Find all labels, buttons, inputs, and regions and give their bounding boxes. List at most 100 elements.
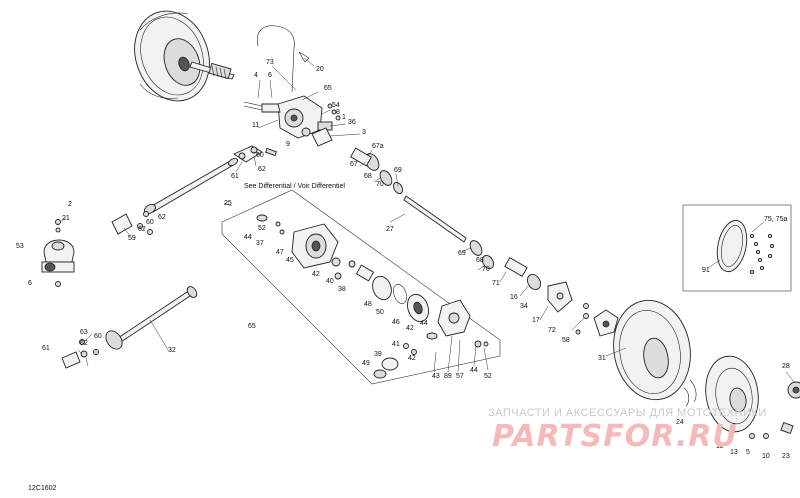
callout-89: 89 (444, 373, 452, 380)
callout-42: 42 (312, 271, 320, 278)
differential-exploded-box (221, 189, 501, 385)
retaining-clip-24 (683, 387, 690, 407)
callout-67: 67 (350, 161, 358, 168)
callout-9: 9 (286, 141, 290, 148)
callout-10: 10 (762, 453, 770, 460)
watermark-brand: PARTSFOR.RU (492, 419, 738, 454)
wheel-cap-and-nut (749, 381, 800, 439)
rear-knuckle-parts (504, 257, 589, 319)
callout-58: 58 (562, 337, 570, 344)
wheel-rim (689, 355, 759, 433)
wheel-hub (575, 309, 619, 337)
front-drive-shaft (143, 157, 239, 215)
callout-75-75a: 75, 75a (764, 216, 787, 223)
callout-91: 91 (702, 267, 710, 274)
callout-41: 41 (392, 341, 400, 348)
callout-63: 63 (80, 329, 88, 336)
callout-16: 16 (510, 294, 518, 301)
support-bracket-left (233, 145, 277, 163)
callout-62: 62 (258, 166, 266, 173)
callout-36: 36 (348, 119, 356, 126)
callout-44b: 44 (420, 320, 428, 327)
callout-68: 68 (364, 173, 372, 180)
leader-lines (43, 57, 795, 383)
callout-6b: 6 (28, 280, 32, 287)
callout-70: 70 (376, 181, 384, 188)
front-differential-housing (243, 95, 341, 147)
callout-73: 73 (266, 59, 274, 66)
left-wheel-tire (134, 10, 210, 102)
callout-65-top: 65 (324, 85, 332, 92)
callout-53: 53 (16, 243, 24, 250)
lower-yoke-parts (61, 339, 99, 369)
callout-52: 52 (258, 225, 266, 232)
callout-12: 12 (716, 443, 724, 450)
callout-13: 13 (730, 449, 738, 456)
callout-24: 24 (676, 419, 684, 426)
diagram-code: 12C1602 (28, 485, 57, 492)
callout-3: 3 (362, 129, 366, 136)
callout-61b: 61 (42, 345, 50, 352)
callout-50: 50 (376, 309, 384, 316)
lower-drive-shaft (105, 286, 198, 350)
callout-34: 34 (520, 303, 528, 310)
callout-42b: 42 (406, 325, 414, 332)
callout-60: 60 (256, 152, 264, 159)
callout-59: 59 (128, 235, 136, 242)
callout-67a: 67a (372, 143, 384, 150)
callout-52b: 52 (484, 373, 492, 380)
callout-46: 46 (392, 319, 400, 326)
watermark-caption: ЗАПЧАСТИ И АКСЕССУАРЫ ДЛЯ МОТОТЕХНИКИ (488, 407, 767, 419)
callout-57: 57 (456, 373, 464, 380)
callout-40: 40 (326, 278, 334, 285)
detail-box-bolt-ring (682, 204, 792, 292)
rear-drive-shaft (350, 147, 495, 270)
callout-62b: 62 (158, 214, 166, 221)
callout-21: 21 (62, 215, 70, 222)
callout-43: 43 (432, 373, 440, 380)
callout-68b: 68 (476, 257, 484, 264)
callout-32: 32 (168, 347, 176, 354)
callout-70b: 70 (482, 266, 490, 273)
callout-69b: 69 (458, 250, 466, 257)
callout-71: 71 (492, 280, 500, 287)
callout-61: 61 (231, 173, 239, 180)
callout-8: 8 (336, 109, 340, 116)
callout-20: 20 (316, 66, 324, 73)
callout-72: 72 (548, 327, 556, 334)
callout-4: 4 (254, 72, 258, 79)
callout-45: 45 (286, 257, 294, 264)
callout-49: 49 (362, 360, 370, 367)
right-wheel-tire (613, 299, 691, 401)
callout-31: 31 (598, 355, 606, 362)
callout-37: 37 (256, 240, 264, 247)
callout-65-bottom: 65 (248, 323, 256, 330)
callout-48: 48 (364, 301, 372, 308)
callout-54: 54 (332, 102, 340, 109)
callout-28: 28 (782, 363, 790, 370)
callout-11: 11 (252, 122, 259, 129)
callout-62c: 62 (138, 226, 146, 233)
callout-44: 44 (244, 234, 252, 241)
callout-6: 6 (268, 72, 272, 79)
watermark: ЗАПЧАСТИ И АКСЕССУАРЫ ДЛЯ МОТОТЕХНИКИ PA… (488, 407, 767, 454)
callout-60c: 60 (94, 333, 102, 340)
callout-labels: 73 20 4 6 65 54 8 1 36 3 11 60 9 61 62 6… (16, 59, 790, 460)
vent-hose (257, 25, 310, 93)
bearing-support-53 (41, 219, 75, 287)
callout-62d: 62 (80, 340, 88, 347)
shaft-coupler-parts (111, 211, 153, 235)
callout-27: 27 (386, 226, 394, 233)
callout-23: 23 (782, 453, 790, 460)
differential-parts (256, 214, 489, 379)
callout-38: 38 (338, 286, 346, 293)
left-axle-shaft (189, 61, 235, 80)
callout-2: 2 (68, 201, 72, 208)
callout-25: 25 (224, 200, 232, 207)
callout-69: 69 (394, 167, 402, 174)
callout-39: 39 (374, 351, 382, 358)
callout-1: 1 (342, 114, 346, 121)
callout-5: 5 (746, 449, 750, 456)
note-see-differential: See Differential / Voir Differentiel (244, 183, 345, 190)
